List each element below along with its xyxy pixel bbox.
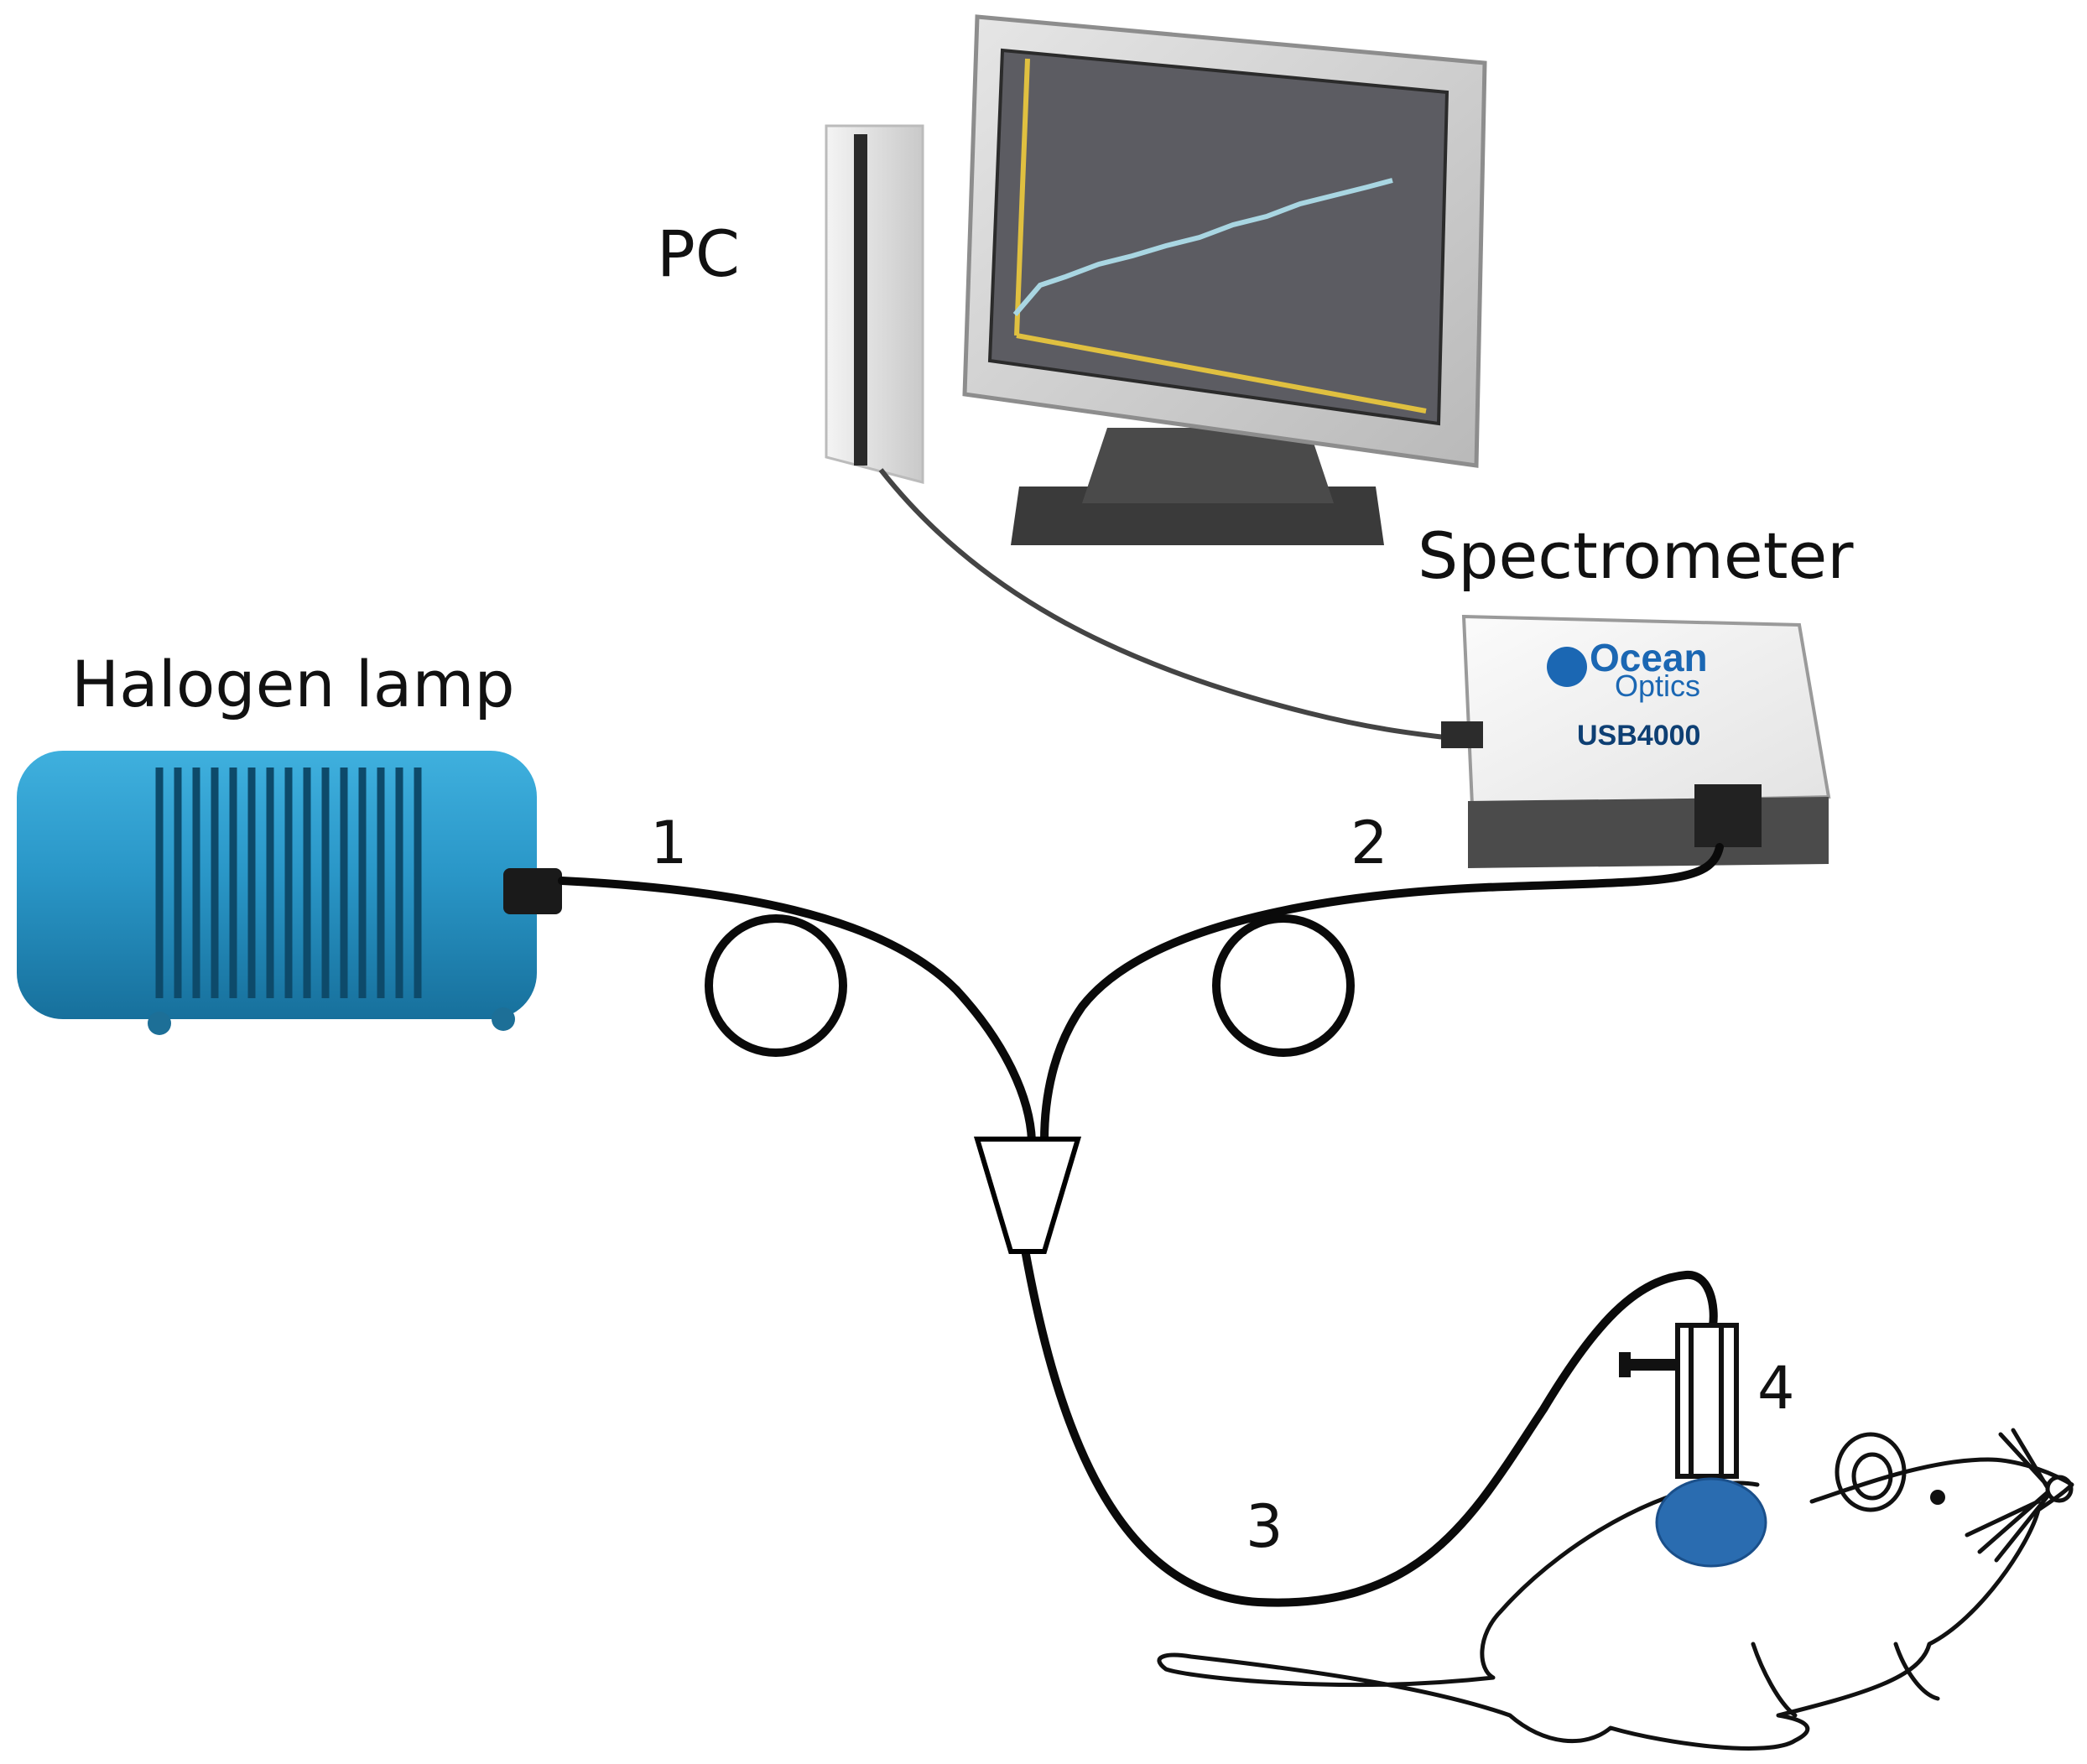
probe-set-screw [1623,1359,1678,1371]
spectrometer-label: Spectrometer [1418,518,1854,593]
mouse-whiskers [1965,1428,2049,1563]
spectrometer-model: USB4000 [1577,720,1700,752]
mouse-eye [1930,1490,1945,1505]
fiber-bifurcation-connector [973,1137,1082,1254]
lamp-foot [148,1012,171,1035]
ocean-optics-logo-icon [1547,647,1587,687]
lamp-fiber-port [503,868,562,914]
monitor-screen [987,48,1449,426]
head-mounted-probe [1619,1323,1767,1568]
fiber-2-label: 2 [1351,809,1388,877]
spectrometer-device: Ocean Optics USB4000 [1441,614,1831,868]
fiber-branch-1 [558,877,1036,1145]
lamp-cooling-fins [155,768,422,998]
monitor-stand-neck [1082,428,1334,503]
screen-axis-x [1016,333,1427,414]
halogen-lamp [17,751,562,1035]
fiber-branch-2 [1040,843,1724,1145]
spectrometer-connector [1694,784,1762,847]
lamp-foot [492,1007,515,1031]
mouse-hind-leg [1751,1642,1940,1718]
probe-4-label: 4 [1757,1354,1795,1423]
fiber-coil-1 [705,914,847,1057]
usb-cable [878,468,1452,741]
fiber-3-label: 3 [1246,1492,1283,1561]
spectrometer-brand-line1: Ocean [1590,636,1708,679]
mouse [1157,1428,2074,1751]
fiber-branch-3 [1021,1246,1718,1607]
pc-tower [825,124,924,484]
screen-spectrum-trace [1012,178,1393,316]
probe-holder-inner [1689,1323,1724,1479]
fiber-1-label: 1 [650,809,688,877]
probe-set-screw-head [1619,1352,1631,1377]
pc-tower-slot [854,134,867,466]
halogen-lamp-label: Halogen lamp [71,647,515,721]
pc-label: PC [657,216,740,291]
fiber-coil-2 [1212,914,1355,1057]
spectrometer-brand-line2: Optics [1615,669,1700,703]
usb-plug [1441,721,1483,748]
spectrometer-front-panel [1468,797,1829,868]
mouse-ear [1835,1432,1907,1512]
mouse-ear-inner [1851,1452,1893,1501]
screen-axis-y [1014,58,1030,336]
lamp-body [17,751,537,1019]
probe-contact-spot [1655,1477,1767,1568]
fiber-optic-bundle [558,843,1724,1607]
mouse-nose [2045,1475,2074,1503]
pc-computer [825,14,1487,545]
